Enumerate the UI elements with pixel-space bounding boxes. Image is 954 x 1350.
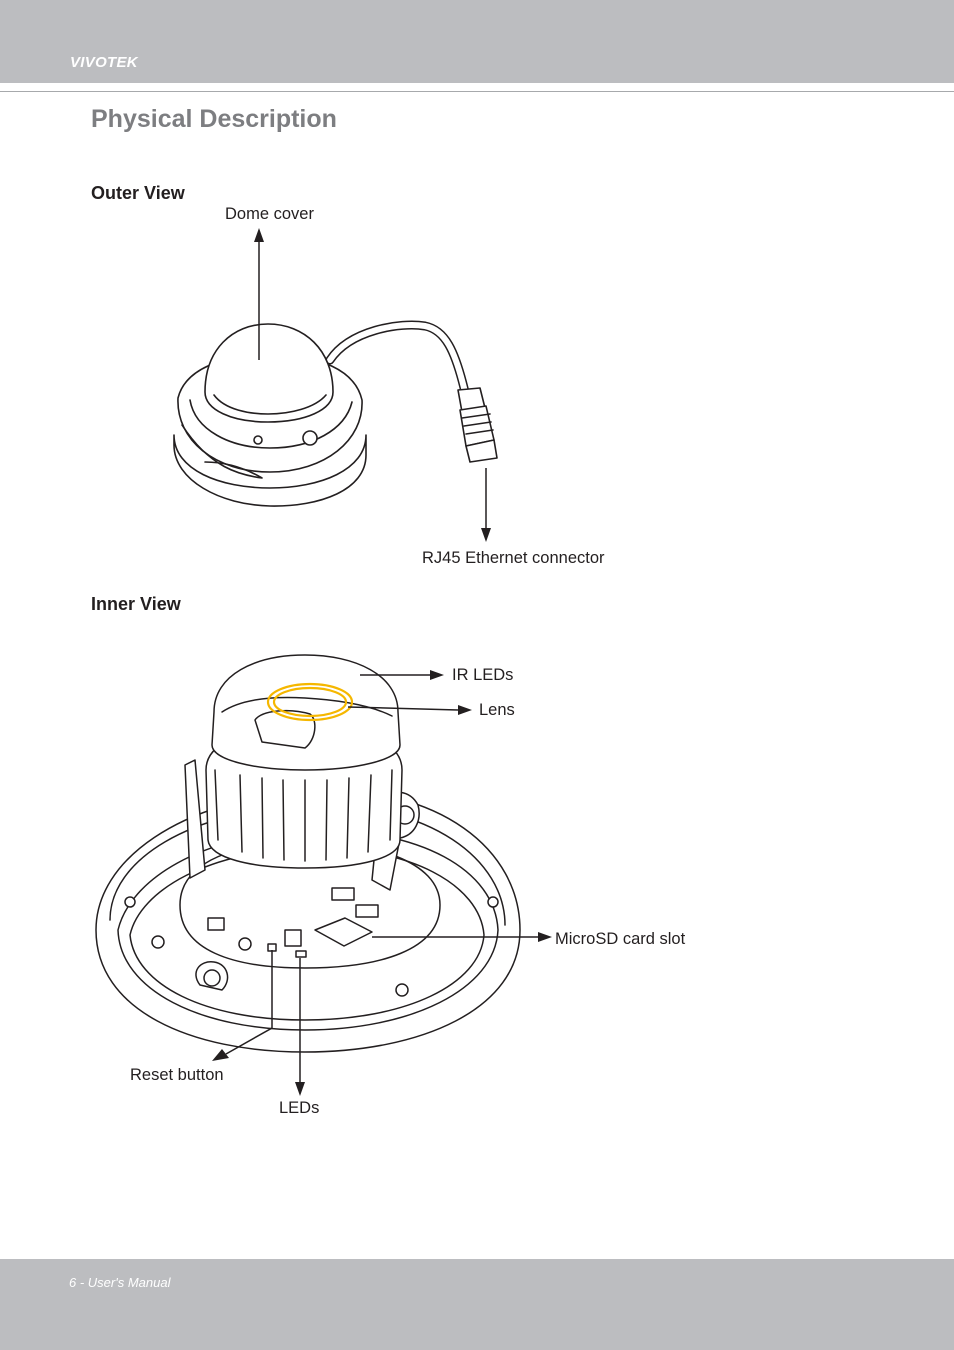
callout-leds: LEDs	[279, 1099, 320, 1117]
brand-logo-text: VIVOTEK	[70, 54, 138, 71]
inner-view-illustration	[95, 654, 552, 1096]
inner-view-heading: Inner View	[91, 594, 181, 614]
callout-reset-button: Reset button	[130, 1066, 224, 1084]
callout-lens: Lens	[479, 701, 515, 719]
footer-band	[0, 1259, 954, 1350]
outer-view-heading: Outer View	[91, 183, 185, 203]
header-divider	[0, 91, 954, 92]
callout-rj45-connector: RJ45 Ethernet connector	[422, 549, 605, 567]
outer-view-illustration	[173, 228, 498, 542]
header-band	[0, 0, 954, 83]
page-title: Physical Description	[91, 105, 337, 133]
callout-microsd-slot: MicroSD card slot	[555, 930, 686, 948]
footer-page-label: 6 - User's Manual	[69, 1275, 171, 1290]
callout-ir-leds: IR LEDs	[452, 666, 514, 684]
callout-dome-cover: Dome cover	[225, 205, 314, 223]
